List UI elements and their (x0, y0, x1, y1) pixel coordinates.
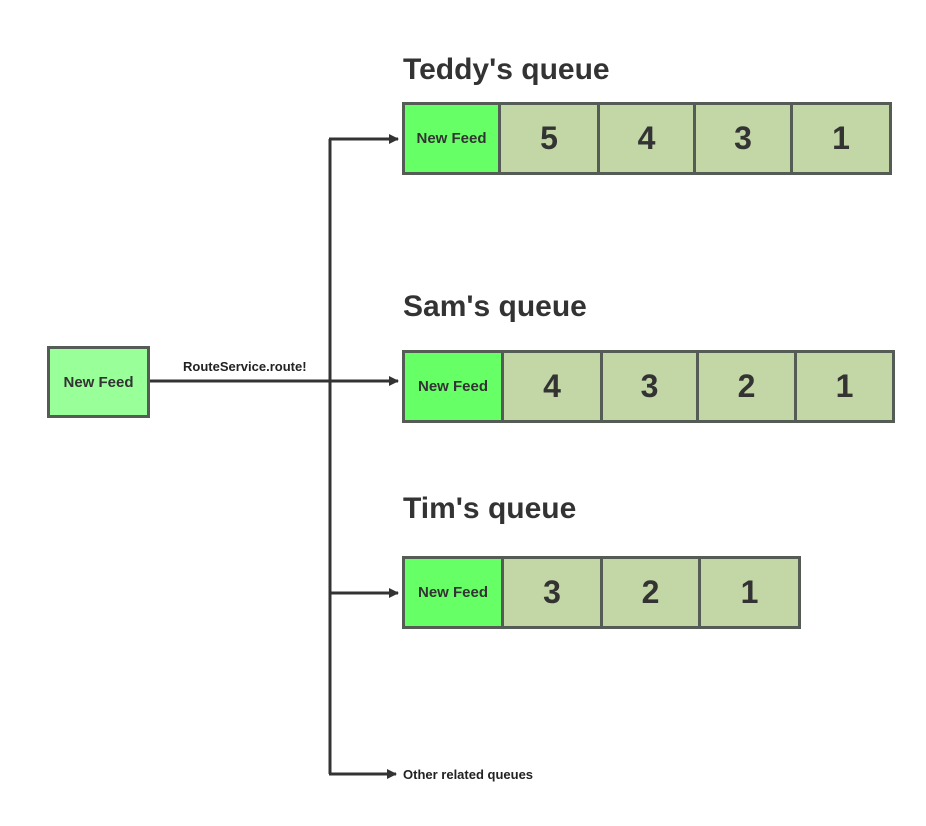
tims-queue-cell: 2 (600, 556, 701, 629)
cell-value: 4 (543, 368, 561, 404)
tims-queue-cell: 3 (501, 556, 603, 629)
teddys-queue-head: New Feed (402, 102, 501, 175)
cell-value: 1 (832, 120, 850, 156)
cell-value: 4 (637, 120, 656, 156)
cell-value: 3 (640, 368, 659, 404)
sams-queue-head: New Feed (402, 350, 504, 423)
route-service-label: RouteService.route! (183, 359, 307, 374)
tims-queue-head: New Feed (402, 556, 504, 629)
tims-queue-cell: 1 (698, 556, 801, 629)
source-new-feed-label: New Feed (63, 373, 134, 391)
other-related-queues-label: Other related queues (403, 767, 534, 782)
sams-queue-cell: 4 (501, 350, 603, 423)
teddys-queue-cell: 5 (498, 102, 600, 175)
cell-value: 3 (734, 120, 752, 156)
cell-value: 2 (737, 368, 756, 404)
teddys-queue-cell: 1 (790, 102, 892, 175)
teddys-queue-cell: 4 (597, 102, 696, 175)
sams-queue-cell: 1 (794, 350, 895, 423)
sams-queue-title: Sam's queue (403, 290, 587, 323)
cell-value: 1 (740, 574, 759, 610)
sams-queue-cell: 2 (696, 350, 797, 423)
teddys-queue-head-label: New Feed (416, 130, 487, 147)
cell-value: 2 (641, 574, 660, 610)
cell-value: 3 (543, 574, 561, 610)
cell-value: 5 (540, 120, 558, 156)
sams-queue-cell: 3 (600, 350, 699, 423)
tims-queue-head-label: New Feed (417, 584, 489, 601)
teddys-queue-cell: 3 (693, 102, 793, 175)
sams-queue-head-label: New Feed (417, 378, 489, 395)
tims-queue-title: Tim's queue (403, 492, 577, 525)
source-new-feed-box: New Feed (47, 346, 150, 418)
teddys-queue-title: Teddy's queue (403, 53, 610, 86)
cell-value: 1 (835, 368, 854, 404)
